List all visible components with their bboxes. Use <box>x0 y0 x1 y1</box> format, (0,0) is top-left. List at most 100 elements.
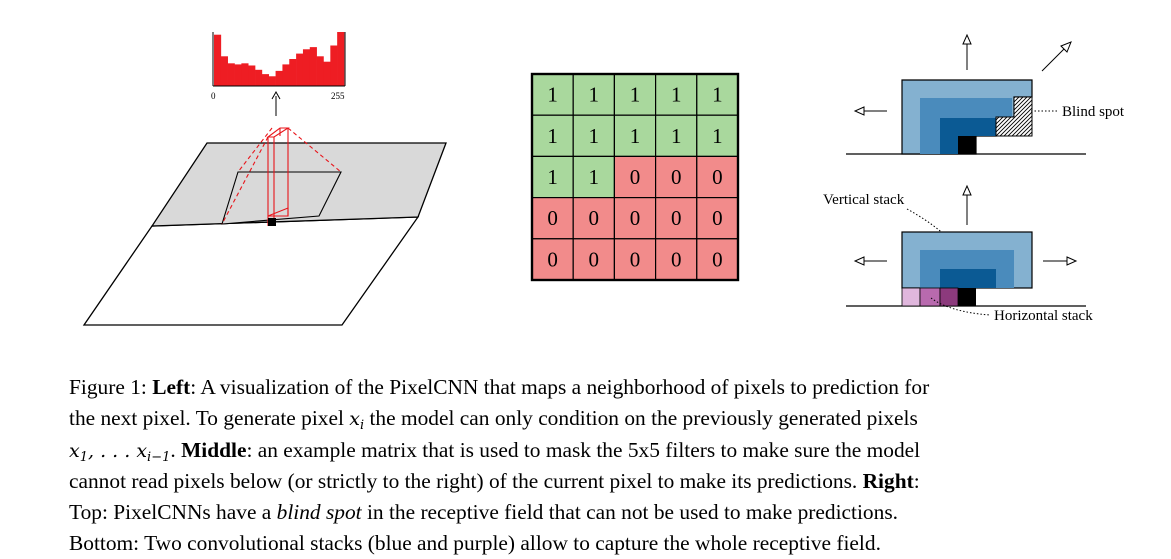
caption-line-6: Bottom: Two convolutional stacks (blue a… <box>69 528 1131 559</box>
horizontal-stack-pointer <box>930 297 991 316</box>
left-heading: Left <box>152 375 191 399</box>
mask-cell <box>613 73 657 116</box>
histogram-min-label: 0 <box>211 91 216 101</box>
histogram-bar <box>248 65 256 86</box>
top-arrow-diag-icon <box>1060 41 1072 53</box>
histogram-bar <box>316 56 324 86</box>
mask-cell-value: 1 <box>630 83 641 107</box>
mask-cell <box>531 197 574 240</box>
histogram-bar <box>234 64 242 86</box>
histogram-bar <box>255 69 263 86</box>
histogram-bar <box>275 70 283 86</box>
mask-cell <box>572 238 616 281</box>
mask-cell-value: 1 <box>712 83 723 107</box>
mask-cell-value: 0 <box>547 247 558 271</box>
math-xi: xi <box>349 407 365 433</box>
top-arrow-left-icon <box>853 106 865 116</box>
caption-line-3-text: : an example matrix that is used to mask… <box>246 437 921 462</box>
mask-cell-value: 0 <box>547 206 558 230</box>
figure-caption: Figure 1: Left: A visualization of the P… <box>69 372 1131 559</box>
caption-line-5: Top: PixelCNNs have a blind spot in the … <box>69 500 898 525</box>
mask-cell-value: 0 <box>630 206 641 230</box>
caption-line-3: x1, . . . xi−1. Middle: an example matri… <box>69 437 921 465</box>
mask-cell-value: 1 <box>712 124 723 148</box>
neighborhood-region <box>221 171 342 225</box>
histogram-bar <box>282 64 290 86</box>
caption-line-2-rest: the model can only condition on the prev… <box>364 405 918 430</box>
mask-cell-value: 0 <box>589 247 600 271</box>
mask-cell-value: 1 <box>630 124 641 148</box>
histogram-bar <box>289 59 297 86</box>
mask-cell-value: 1 <box>547 165 558 189</box>
mask-cell <box>654 73 698 116</box>
intensity-histogram: 0 255 <box>211 32 346 101</box>
histogram-bar <box>330 45 338 86</box>
blind-spot-term: blind spot <box>276 500 362 525</box>
mask-cell <box>572 155 616 199</box>
vertical-stack-label: Vertical stack <box>823 192 905 208</box>
mask-cell <box>696 73 739 116</box>
mask-cell <box>531 155 574 199</box>
horizontal-stack-label: Horizontal stack <box>994 308 1093 324</box>
mask-cell-value: 1 <box>589 165 600 189</box>
caption-line-1-text: : A visualization of the PixelCNN that m… <box>190 375 930 399</box>
bottom-arrow-left-icon <box>853 256 865 266</box>
mask-cell-value: 0 <box>671 165 682 189</box>
mask-cell-value: 0 <box>630 247 641 271</box>
mask-cell <box>572 73 616 116</box>
middle-heading: Middle <box>181 437 247 462</box>
caption-line-2-text: the next pixel. To generate pixel <box>69 405 350 430</box>
histogram-bar <box>241 63 249 86</box>
mask-cell-value: 1 <box>589 124 600 148</box>
mask-cell <box>613 238 657 281</box>
top-current-pixel <box>958 136 976 154</box>
caption-line-6-text: Bottom: Two convolutional stacks (blue a… <box>69 530 881 555</box>
mask-cell-value: 1 <box>671 124 682 148</box>
caption-line-1: Figure 1: Left: A visualization of the P… <box>69 372 1131 403</box>
right-top-panel: Blind spot <box>846 33 1125 155</box>
histogram-bar <box>268 76 276 86</box>
histogram-bar <box>214 34 222 86</box>
mask-cell-value: 1 <box>671 83 682 107</box>
histogram-bar <box>227 63 235 86</box>
horizontal-stack-outer <box>901 287 921 307</box>
bottom-arrow-right-icon <box>1066 256 1078 266</box>
histogram-bar <box>309 47 317 86</box>
histogram-bar <box>302 49 311 86</box>
mask-cell-value: 0 <box>712 206 723 230</box>
histogram-bar <box>337 32 345 86</box>
mask-cell-value: 0 <box>671 206 682 230</box>
bottom-arrow-up-icon <box>962 184 972 196</box>
histogram-bar <box>261 74 270 86</box>
mask-cell <box>613 155 657 199</box>
mask-border <box>530 72 740 282</box>
mask-cell-value: 0 <box>712 165 723 189</box>
mask-cell <box>613 114 657 157</box>
histogram-bar <box>220 56 228 86</box>
right-bottom-panel: Vertical stack Horizontal stack <box>823 184 1093 324</box>
mask-cell-value: 0 <box>630 165 641 189</box>
horizontal-stack-inner <box>939 287 959 307</box>
image-plane-lower <box>82 216 420 326</box>
bottom-current-pixel <box>958 288 976 306</box>
prediction-arrow <box>271 90 281 116</box>
mask-cell-value: 1 <box>547 124 558 148</box>
mask-cell <box>654 197 698 240</box>
histogram-bar <box>323 61 331 86</box>
right-heading: Right <box>862 469 914 494</box>
mask-cell-value: 1 <box>547 83 558 107</box>
histogram-bars <box>214 32 345 86</box>
mask-cell-value: 0 <box>712 247 723 271</box>
math-x1-to-xi-1: x1, . . . xi−1 <box>69 439 171 465</box>
mask-cell <box>572 114 616 157</box>
vertical-stack-inner <box>940 269 996 288</box>
current-pixel <box>268 218 276 226</box>
blind-spot-label: Blind spot <box>1062 104 1125 120</box>
horizontal-stack-mid <box>919 287 941 307</box>
blind-spot-region <box>995 96 1033 137</box>
histogram-bar <box>296 53 304 86</box>
top-arrow-up-icon <box>962 33 972 45</box>
caption-line-4-text: cannot read pixels below (or strictly to… <box>69 469 863 494</box>
mask-cell-value: 0 <box>589 206 600 230</box>
